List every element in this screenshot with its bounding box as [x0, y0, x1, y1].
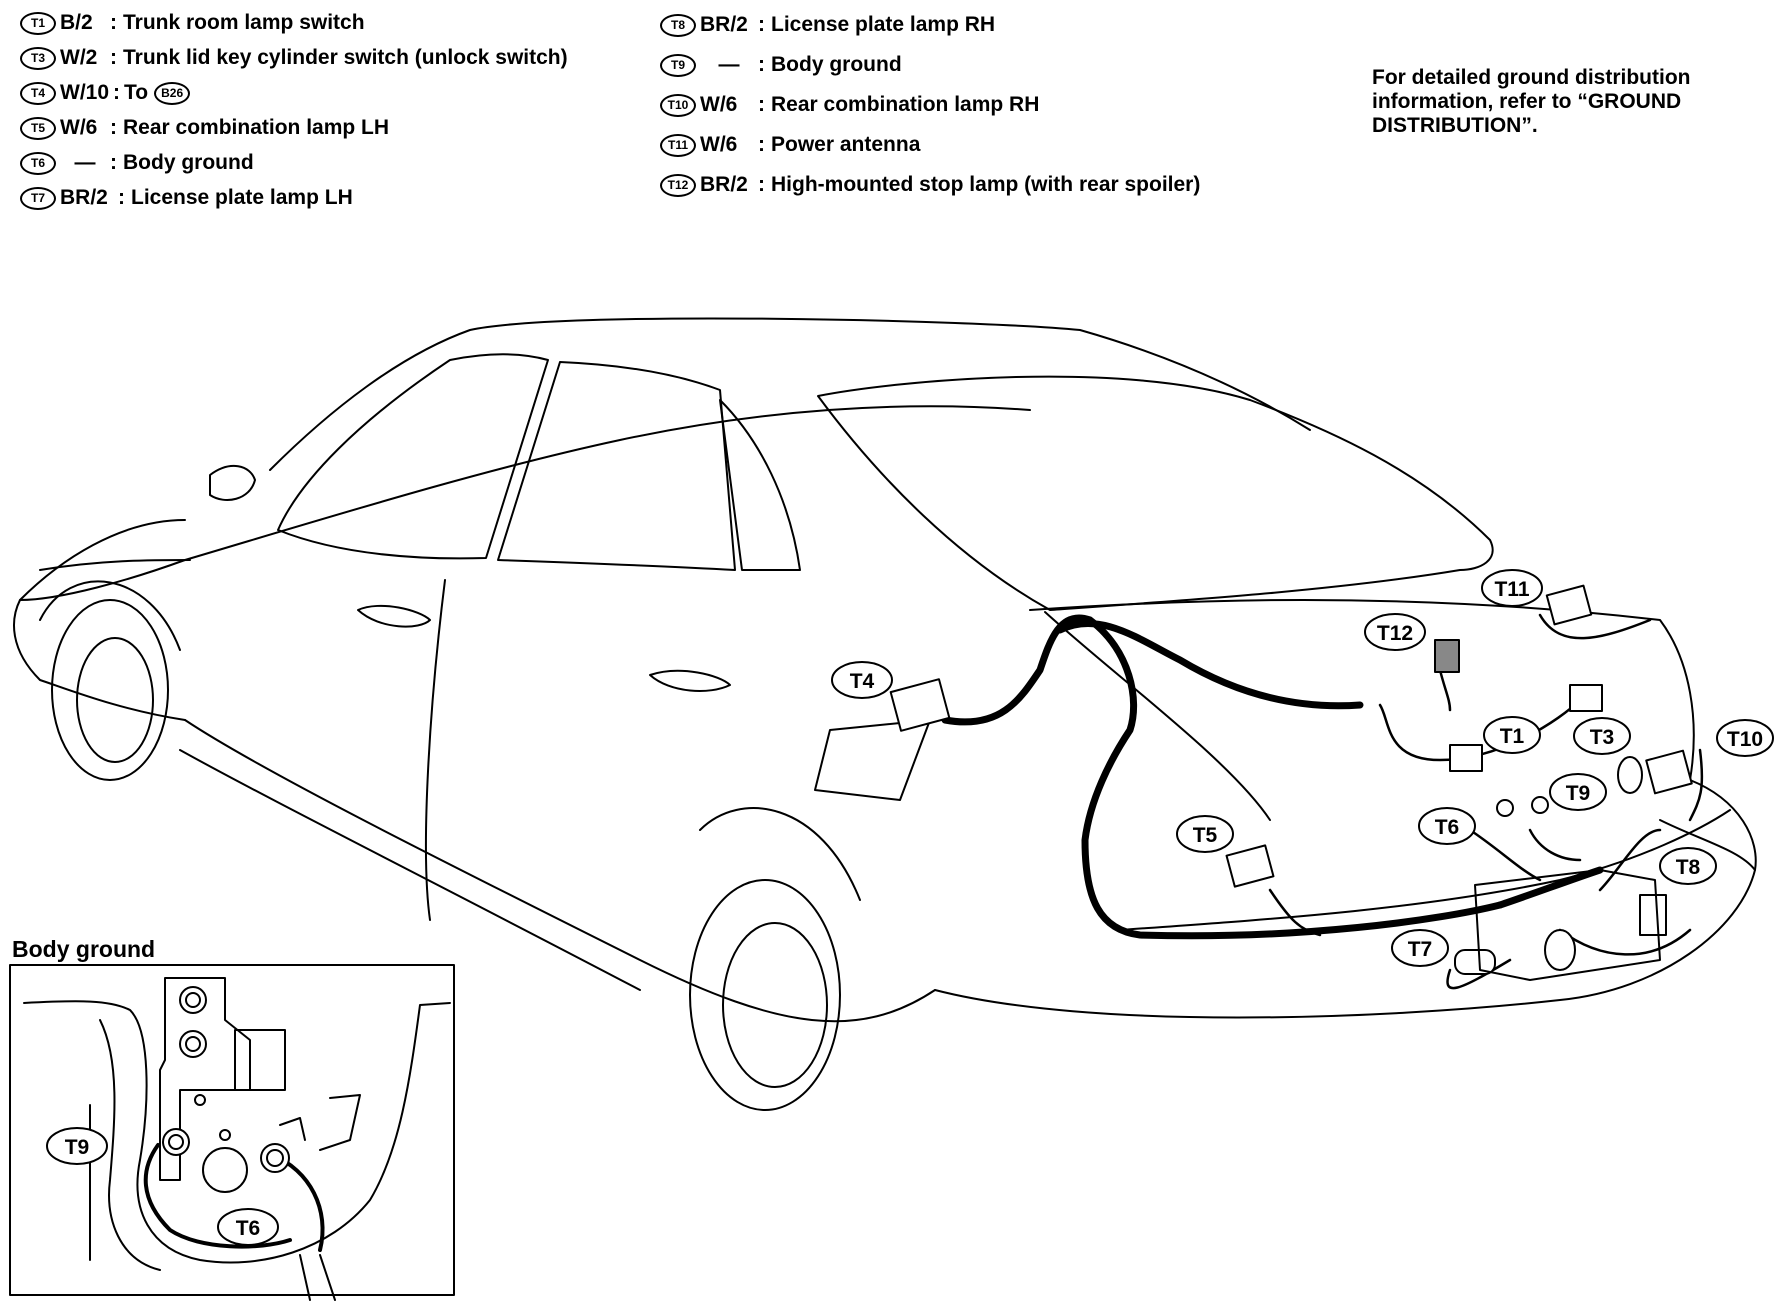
- callout-t7: [1391, 929, 1449, 967]
- connector-badge: T5: [20, 116, 56, 140]
- callout-t9-text: T9: [1566, 782, 1591, 805]
- legend-item-t9: T9 — : Body ground: [660, 50, 902, 80]
- legend-item-t11: T11 W/6 : Power antenna: [660, 130, 920, 160]
- connector-badge: T3: [20, 46, 56, 70]
- ground-t9: [1531, 796, 1549, 814]
- connector-t10: [1645, 749, 1693, 795]
- callout-t6: [1418, 807, 1476, 845]
- wire-color: W/6: [60, 116, 98, 139]
- wire-color: W/6: [700, 93, 738, 116]
- connector-badge: T6: [20, 151, 56, 175]
- connector-description: Power antenna: [771, 133, 921, 156]
- lamp-hole: [1617, 756, 1643, 794]
- wire-color: B/2: [60, 11, 93, 34]
- connector-badge: T9: [660, 53, 696, 77]
- connector-t7: [1454, 949, 1496, 975]
- connector-description: High-mounted stop lamp (with rear spoile…: [771, 173, 1201, 196]
- legend-item-t5: T5 W/6 : Rear combination lamp LH: [20, 113, 389, 143]
- callout-t3-text: T3: [1590, 726, 1615, 749]
- connector-description: License plate lamp LH: [131, 186, 353, 209]
- connector-badge: T4: [20, 81, 56, 105]
- callout-t7-text: T7: [1408, 938, 1433, 961]
- callout-t1: [1483, 716, 1541, 754]
- connector-badge: T10: [660, 93, 696, 117]
- wire-color: BR/2: [60, 186, 108, 209]
- inset-callout-t6: [217, 1208, 279, 1246]
- wire-color: W/10: [60, 81, 110, 104]
- sub-harness-wires: [1268, 613, 1704, 990]
- inset-callout-t9-text: T9: [65, 1136, 90, 1159]
- connector-badge: T7: [20, 186, 56, 210]
- connector-description: Trunk lid key cylinder switch (unlock sw…: [123, 46, 568, 69]
- connector-description: Trunk room lamp switch: [123, 11, 365, 34]
- connector-badge: T11: [660, 133, 696, 157]
- connector-t8: [1639, 894, 1667, 936]
- connector-description: Body ground: [771, 53, 902, 76]
- callout-t10-text: T10: [1727, 728, 1763, 751]
- callout-t12-text: T12: [1377, 622, 1413, 645]
- callout-t1-text: T1: [1500, 725, 1525, 748]
- license-lamp-hole: [1544, 929, 1576, 971]
- license-plate-recess: [1474, 869, 1661, 981]
- callout-t10: [1716, 719, 1774, 757]
- ground-distribution-note: For detailed ground distribution informa…: [1372, 66, 1691, 137]
- callout-t11: [1481, 569, 1543, 607]
- callout-t6-text: T6: [1435, 816, 1460, 839]
- wire-color: BR/2: [700, 173, 748, 196]
- connector-badge: T1: [20, 11, 56, 35]
- legend-item-t4: T4 W/10 : To B26: [20, 78, 194, 108]
- connector-t11: [1545, 584, 1593, 626]
- connector-description: License plate lamp RH: [771, 13, 996, 36]
- inset-callout-t6-text: T6: [236, 1217, 261, 1240]
- wire-color: BR/2: [700, 13, 748, 36]
- inset-title: Body ground: [12, 936, 156, 962]
- connector-badge: T8: [660, 13, 696, 37]
- callout-labels: T4 T12 T11 T1 T3 T10 T9 T6 T5 T8 T7: [831, 569, 1774, 967]
- callout-t5: [1176, 815, 1234, 853]
- connector-description: Rear combination lamp LH: [123, 116, 390, 139]
- callout-t5-text: T5: [1193, 824, 1218, 847]
- connector-t5: [1225, 844, 1275, 888]
- callout-t8: [1659, 847, 1717, 885]
- callout-t4: [831, 661, 893, 699]
- legend-item-t6: T6 — : Body ground: [20, 148, 254, 178]
- legend-item-t12: T12 BR/2 : High-mounted stop lamp (with …: [660, 170, 1200, 200]
- inset-callout-t9: [46, 1127, 108, 1165]
- connector-t3: [1569, 684, 1603, 712]
- connector-badge: T12: [660, 173, 696, 197]
- legend-item-t10: T10 W/6 : Rear combination lamp RH: [660, 90, 1039, 120]
- connector-description: To: [124, 81, 149, 104]
- callout-t4-text: T4: [850, 670, 875, 693]
- connector-t4: [889, 678, 951, 732]
- main-harness: [941, 614, 1604, 940]
- wire-color: W/2: [60, 46, 98, 69]
- callout-t8-text: T8: [1676, 856, 1701, 879]
- legend-item-t8: T8 BR/2 : License plate lamp RH: [660, 10, 995, 40]
- connector-t12: [1434, 639, 1460, 673]
- reference-badge: B26: [154, 81, 191, 105]
- front-wheel: [39, 580, 181, 781]
- callout-t3: [1573, 717, 1631, 755]
- legend-item-t1: T1 B/2 : Trunk room lamp switch: [20, 8, 365, 38]
- connector-description: Rear combination lamp RH: [771, 93, 1040, 116]
- legend-item-t3: T3 W/2 : Trunk lid key cylinder switch (…: [20, 43, 568, 73]
- rear-wheel: [689, 807, 861, 1111]
- callout-t11-text: T11: [1494, 578, 1529, 601]
- connector-shapes: [889, 584, 1693, 975]
- legend-item-t7: T7 BR/2 : License plate lamp LH: [20, 183, 353, 213]
- ground-t6: [1496, 799, 1514, 817]
- callout-t12: [1364, 613, 1426, 651]
- connector-t1: [1449, 744, 1483, 772]
- wire-color: —: [74, 151, 96, 174]
- wire-color: W/6: [700, 133, 738, 156]
- callout-t9: [1549, 773, 1607, 811]
- body-ground-inset: T9 T6: [9, 964, 455, 1301]
- wire-color: —: [718, 53, 740, 76]
- connector-description: Body ground: [123, 151, 254, 174]
- car-body-outline: [13, 317, 1757, 1023]
